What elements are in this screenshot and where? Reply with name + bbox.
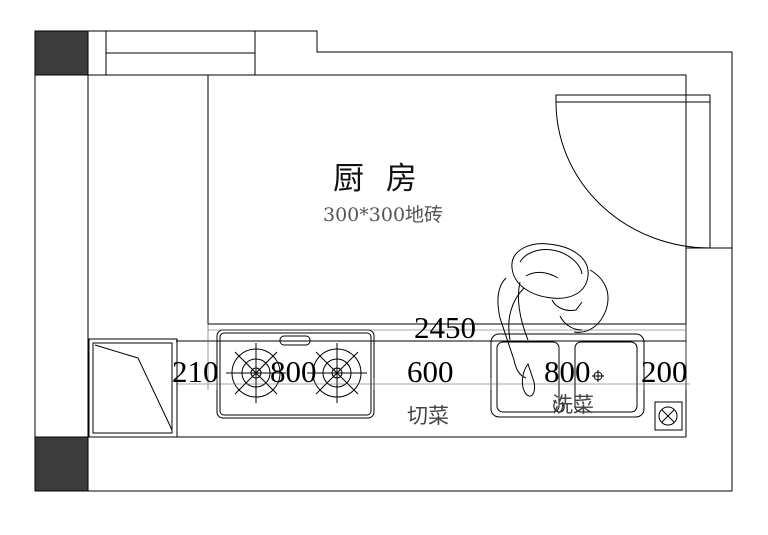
person-figure-icon [497,243,609,413]
floor-area [207,74,687,325]
dimension-total: 2450 [414,310,476,345]
zone-label-wash: 洗菜 [552,393,594,417]
dimension-sink: 800 [544,354,591,389]
double-sink [490,333,645,418]
dimension-stove: 800 [270,354,317,389]
column-bottom-left [34,436,89,492]
dimension-right-gap: 200 [641,354,688,389]
door [555,94,732,249]
room-title: 厨 房 [333,161,423,197]
zone-label-cut: 切菜 [407,404,449,428]
dimension-lines [176,324,690,390]
window [105,30,256,76]
dimension-left-gap: 210 [172,354,219,389]
dimension-prep: 600 [407,354,454,389]
burner-left-icon [226,343,286,403]
fridge [88,338,178,438]
floor-drain-icon [654,401,683,431]
walls [34,30,733,492]
floor-tile-note: 300*300地砖 [323,204,443,226]
column-top-left [34,30,89,76]
burner-right-icon [307,343,367,403]
